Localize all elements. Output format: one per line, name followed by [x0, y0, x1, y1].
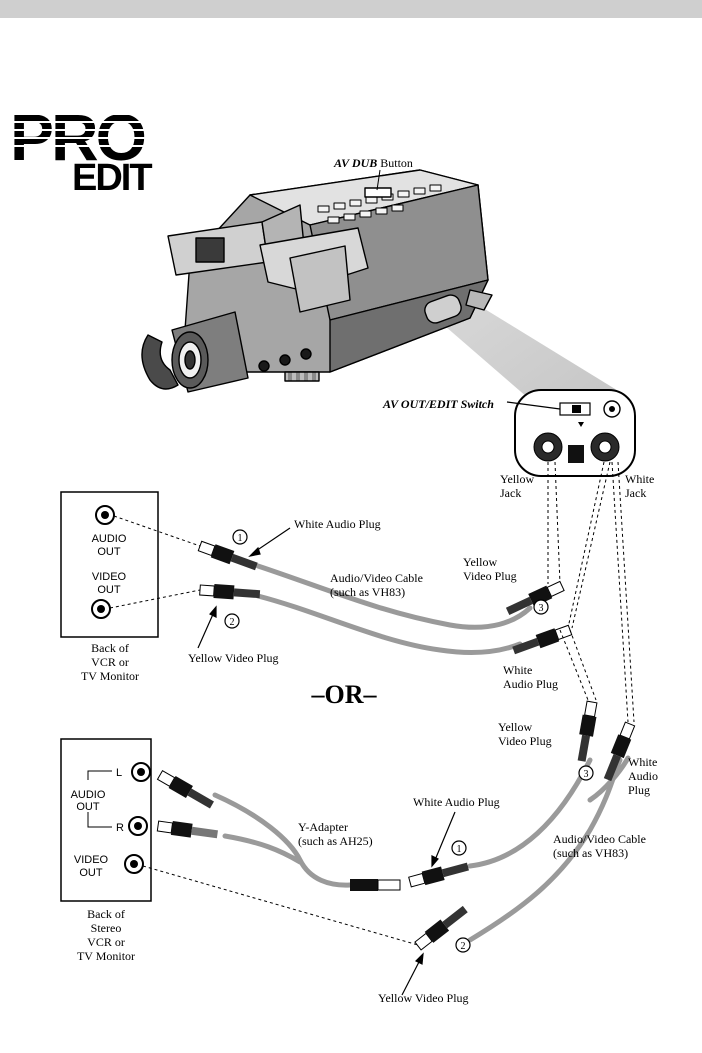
- svg-text:VIDEO: VIDEO: [92, 571, 127, 583]
- svg-text:TV Monitor: TV Monitor: [77, 949, 135, 963]
- top-gray-bar: [0, 0, 702, 18]
- svg-text:Jack: Jack: [500, 486, 521, 500]
- top-dashed-guides: [109, 461, 611, 629]
- svg-text:2: 2: [230, 617, 235, 628]
- bottom-marker-2: 2: [455, 937, 471, 953]
- bottom-yellow-video-plug-left: [414, 905, 468, 951]
- svg-text:AUDIO: AUDIO: [71, 789, 106, 801]
- svg-text:1: 1: [457, 844, 462, 855]
- y-adapter-label-1: Y-Adapter: [298, 820, 348, 834]
- top-yellow-video-right-label-1: Yellow: [463, 555, 497, 569]
- svg-text:VCR or: VCR or: [91, 655, 129, 669]
- svg-text:White: White: [625, 472, 654, 486]
- svg-text:3: 3: [539, 603, 544, 614]
- svg-text:Stereo: Stereo: [91, 921, 122, 935]
- top-buttons: [317, 184, 442, 224]
- svg-text:Back of: Back of: [91, 641, 129, 655]
- bottom-white-audio-right-label-2: Audio: [628, 769, 658, 783]
- bottom-pointers: [401, 811, 456, 996]
- svg-text:2: 2: [461, 941, 466, 952]
- top-yellow-video-left-label: Yellow Video Plug: [188, 651, 279, 665]
- bottom-marker-1: 1: [451, 840, 467, 856]
- bottom-white-audio-plug-label: White Audio Plug: [413, 795, 500, 809]
- top-vcr-panel: AUDIO OUT VIDEO OUT: [60, 491, 159, 638]
- svg-text:TV Monitor: TV Monitor: [81, 669, 139, 683]
- top-white-audio-plug-left: [197, 540, 258, 571]
- y-adapter-cable: [212, 792, 353, 888]
- bottom-dashed-guides: [142, 461, 635, 946]
- top-marker-2: 2: [224, 613, 240, 629]
- svg-text:VIDEO: VIDEO: [74, 854, 109, 866]
- svg-text:1: 1: [238, 533, 243, 544]
- y-adapter-jack: [350, 879, 401, 891]
- svg-text:VCR or: VCR or: [87, 935, 125, 949]
- side-panel-oval: [424, 294, 462, 324]
- y-adapter-plug-r: [156, 820, 218, 839]
- bottom-yellow-video-bottom-label: Yellow Video Plug: [378, 991, 469, 1005]
- or-separator: –OR–: [311, 680, 378, 709]
- bottom-white-audio-right-label-1: White: [628, 755, 657, 769]
- svg-text:OUT: OUT: [79, 867, 103, 879]
- bottom-white-audio-right-label-3: Plug: [628, 783, 650, 797]
- bottom-stereo-vcr-panel: L R AUDIO OUT VIDEO OUT: [60, 738, 152, 902]
- top-white-audio-plug-right: [512, 624, 573, 655]
- top-yellow-video-right-label-2: Video Plug: [463, 569, 517, 583]
- svg-text:OUT: OUT: [76, 801, 100, 813]
- camcorder-illustration: [141, 169, 620, 430]
- bottom-cable-label-2: (such as VH83): [553, 846, 628, 860]
- bottom-yellow-video-top-label-1: Yellow: [498, 720, 532, 734]
- bottom-white-audio-plug-left: [408, 862, 469, 888]
- svg-text:OUT: OUT: [97, 546, 121, 558]
- bottom-vcr-caption: Back of Stereo VCR or TV Monitor: [77, 907, 135, 963]
- top-yellow-video-plug-left: [199, 583, 261, 600]
- svg-text:Back of: Back of: [87, 907, 125, 921]
- svg-text:AV OUT/EDIT Switch: AV OUT/EDIT Switch: [382, 397, 494, 411]
- svg-text:OUT: OUT: [97, 584, 121, 596]
- svg-text:3: 3: [584, 769, 589, 780]
- top-yellow-video-plug-right: [505, 580, 565, 615]
- top-white-audio-right-label-1: White: [503, 663, 532, 677]
- top-white-audio-plug-label: White Audio Plug: [294, 517, 381, 531]
- bottom-white-audio-plug-right: [603, 721, 636, 782]
- top-white-audio-right-label-2: Audio Plug: [503, 677, 558, 691]
- av-dub-button: [364, 187, 392, 198]
- y-adapter-plug-l: [156, 769, 214, 809]
- top-pointers: [197, 527, 291, 649]
- logo-stripes: [8, 105, 164, 147]
- top-av-cable: [255, 563, 533, 655]
- pro-edit-logo: PRO EDIT: [8, 100, 164, 199]
- top-cable-label-1: Audio/Video Cable: [330, 571, 423, 585]
- top-vcr-caption: Back of VCR or TV Monitor: [81, 641, 139, 683]
- av-dub-label: AV DUB Button: [333, 156, 413, 191]
- top-cable-label-2: (such as VH83): [330, 585, 405, 599]
- svg-text:Jack: Jack: [625, 486, 646, 500]
- bottom-av-cable: [467, 755, 631, 943]
- jack-labels: Yellow Jack White Jack: [500, 472, 654, 500]
- logo-edit: EDIT: [72, 157, 152, 199]
- av-out-switch-label: AV OUT/EDIT Switch: [382, 397, 561, 411]
- svg-text:AUDIO: AUDIO: [92, 533, 127, 545]
- svg-text:L: L: [116, 767, 122, 779]
- bottom-yellow-video-plug-top: [577, 700, 598, 762]
- bottom-cable-label-1: Audio/Video Cable: [553, 832, 646, 846]
- jack-panel-inset: [514, 389, 636, 477]
- svg-text:AV DUB Button: AV DUB Button: [333, 156, 413, 170]
- svg-text:Yellow: Yellow: [500, 472, 534, 486]
- bottom-marker-3: 3: [578, 765, 594, 781]
- top-marker-3: 3: [533, 599, 549, 615]
- top-marker-1: 1: [232, 529, 248, 545]
- svg-text:R: R: [116, 822, 124, 834]
- y-adapter-label-2: (such as AH25): [298, 834, 373, 848]
- bottom-yellow-video-top-label-2: Video Plug: [498, 734, 552, 748]
